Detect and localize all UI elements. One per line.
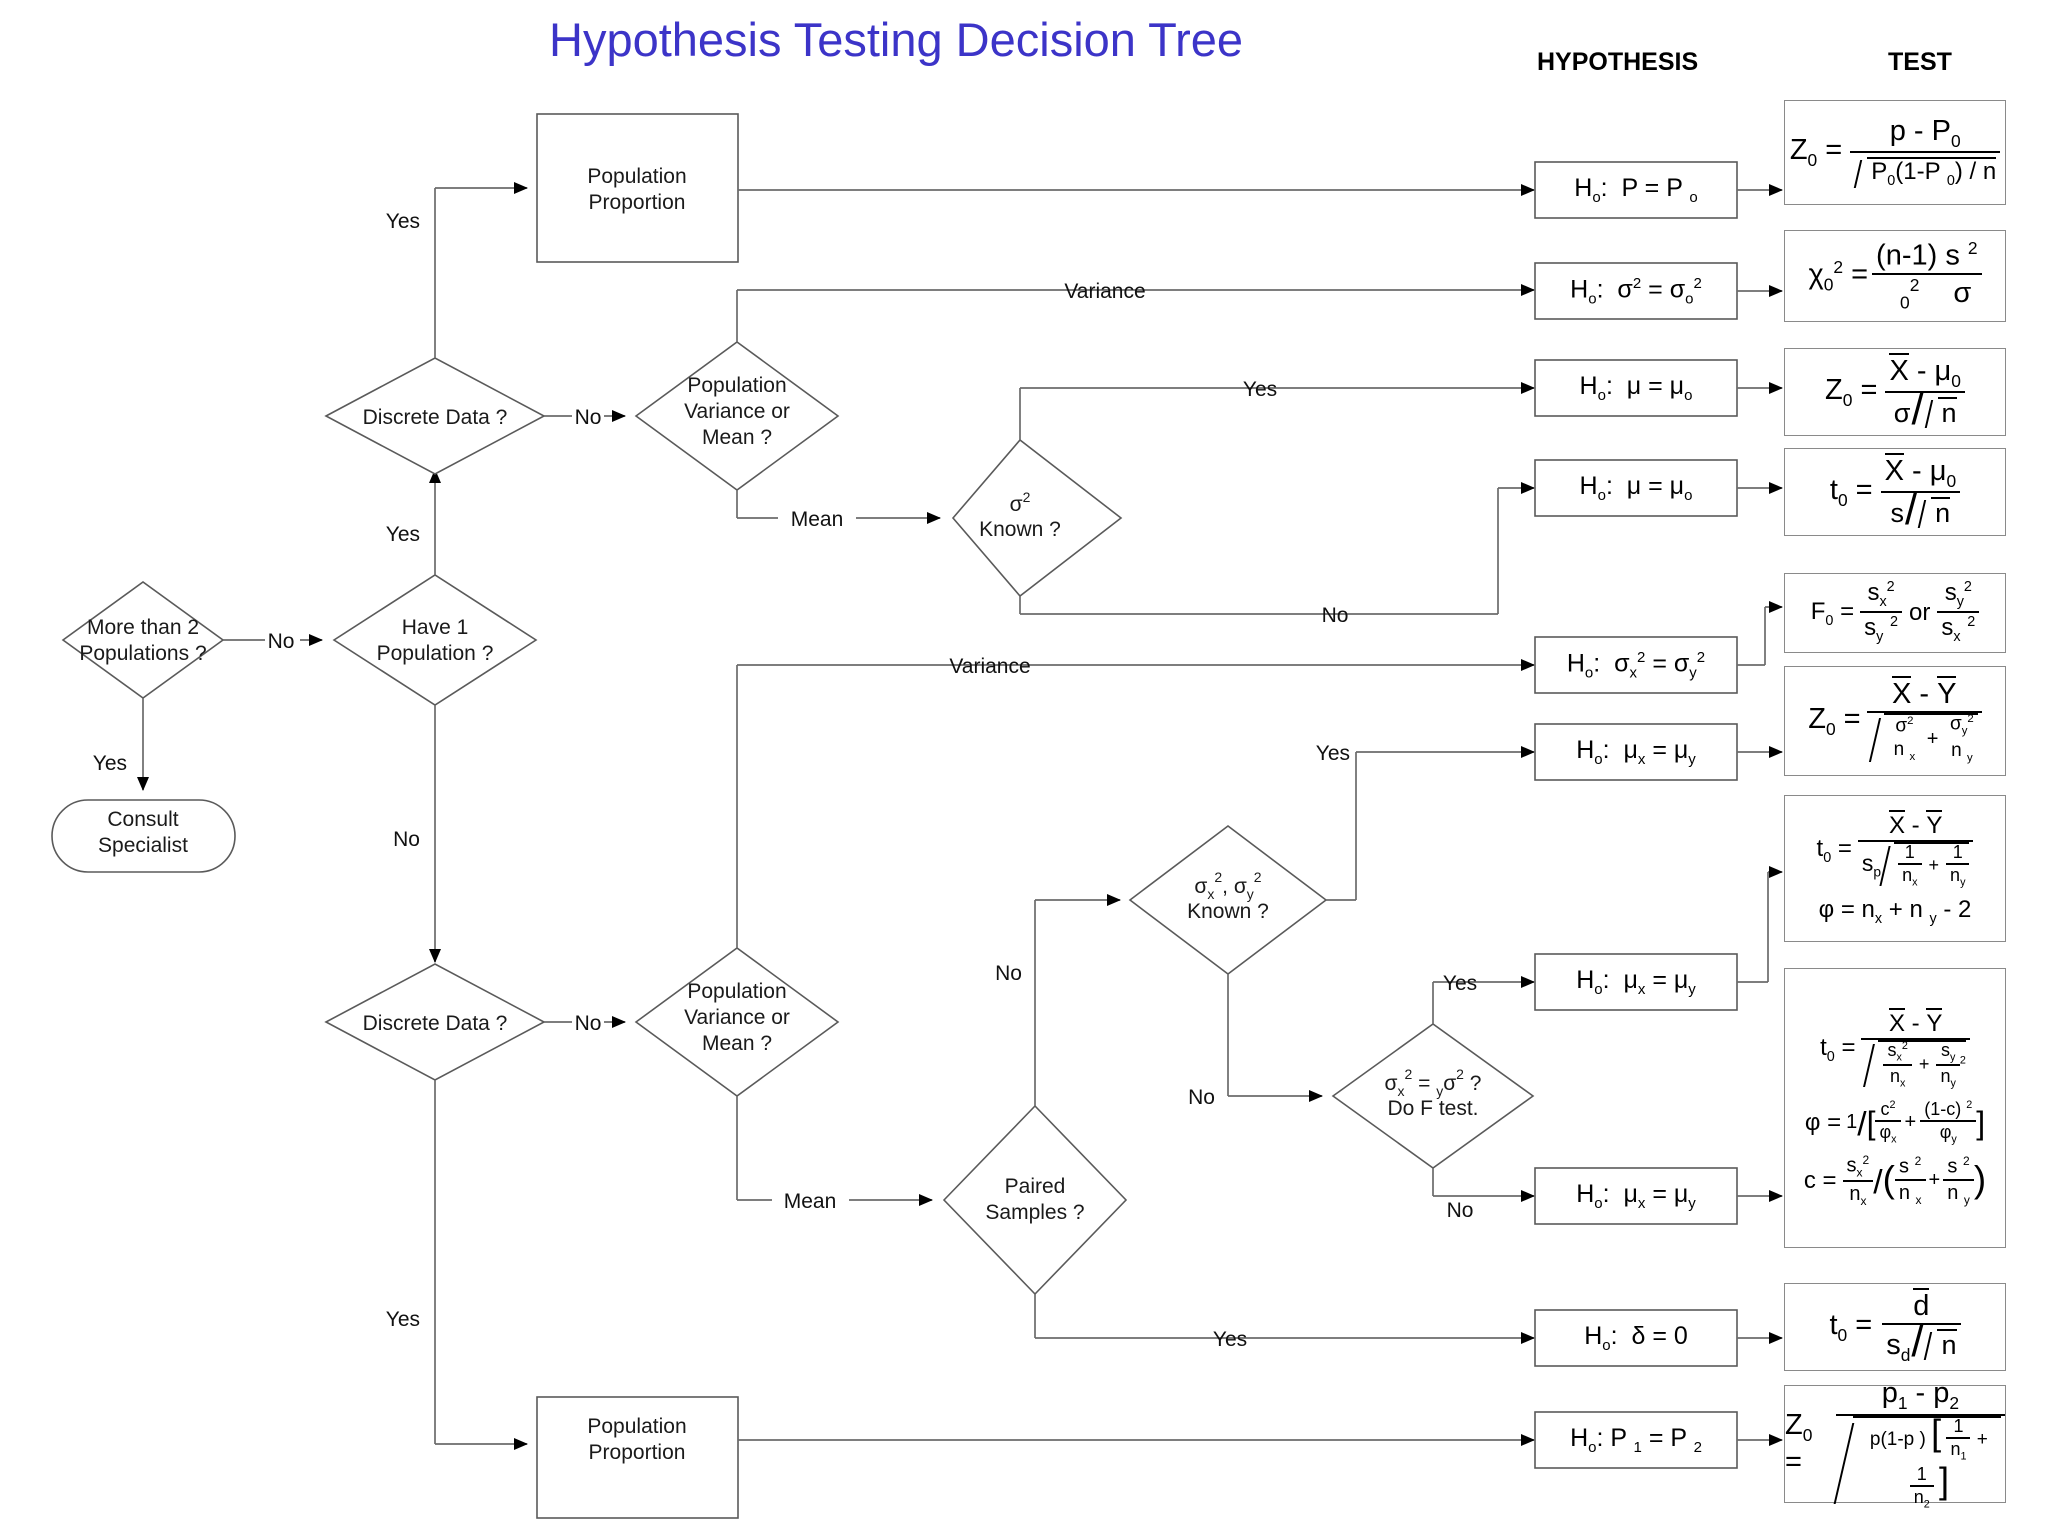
hypothesis-box-5[interactable] (1534, 636, 1738, 694)
page-title: Hypothesis Testing Decision Tree (549, 13, 1243, 66)
edge-label-mean: Mean (791, 508, 844, 531)
test-box-z-test-two-means[interactable]: Z0 = X - Y σ2 n x + σy2 n y (1784, 666, 2006, 776)
test-box-z-test-mean-known-variance[interactable]: Z0 = X - μ0 σ/n (1784, 348, 2006, 436)
test-box-t-test-mean[interactable]: t0 = X - μ0 s/n (1784, 448, 2006, 536)
hypothesis-label-3: Ho: μ = μo (1579, 372, 1693, 404)
column-header-hypothesis: HYPOTHESIS (1537, 48, 1698, 76)
node-label: Populations ? (79, 642, 206, 665)
node-label: Consult (107, 808, 178, 831)
node-label: σ2 (1010, 489, 1031, 516)
hypothesis-box-3[interactable] (1534, 359, 1738, 417)
hypothesis-label-8: Ho: μx = μy (1576, 1180, 1696, 1212)
node-label: Do F test. (1387, 1097, 1478, 1120)
node-label: Specialist (98, 834, 188, 857)
node-label: Discrete Data ? (363, 1012, 508, 1035)
edge-label-no: No (575, 406, 602, 429)
edge-label-no: No (268, 630, 295, 653)
test-box-paired-t-test[interactable]: t0 = d sd/n (1784, 1283, 2006, 1371)
edge-label-yes: Yes (1243, 378, 1277, 401)
edge-label-no: No (1447, 1199, 1474, 1222)
node-label: Samples ? (985, 1201, 1084, 1224)
node-sigma2-known[interactable] (951, 438, 1123, 598)
node-label: Have 1 (402, 616, 469, 639)
node-label: σx2, σy2 (1194, 869, 1261, 902)
edge-label-yes: Yes (1316, 742, 1350, 765)
node-label: Mean ? (702, 1032, 772, 1055)
edge-label-variance: Variance (1064, 280, 1145, 303)
edge-label-no: No (575, 1012, 602, 1035)
node-paired-samples[interactable] (942, 1104, 1128, 1296)
node-label: Known ? (979, 518, 1061, 541)
edge-label-yes: Yes (386, 523, 420, 546)
node-label: Paired (1005, 1175, 1066, 1198)
hypothesis-box-2[interactable] (1534, 262, 1738, 320)
hypothesis-box-10[interactable] (1534, 1411, 1738, 1469)
node-label: More than 2 (87, 616, 199, 639)
hypothesis-label-7: Ho: μx = μy (1576, 966, 1696, 998)
node-more-than-2-populations[interactable] (61, 581, 225, 699)
node-label: Variance or (684, 1006, 790, 1029)
node-population-variance-or-mean-top[interactable] (634, 341, 840, 491)
edge-label-no: No (1188, 1086, 1215, 1109)
test-box-f-test-variance-ratio[interactable]: F0 = sx2 sy 2 or sy2 sx 2 (1784, 573, 2006, 653)
edge-label-yes: Yes (1213, 1328, 1247, 1351)
hypothesis-label-2: Ho: σ2 = σo2 (1570, 274, 1702, 308)
node-population-variance-or-mean-bottom[interactable] (634, 947, 840, 1097)
node-label: σx2 = yσ2 ? (1385, 1066, 1482, 1099)
edge-label-mean: Mean (784, 1190, 837, 1213)
node-population-proportion-top[interactable] (536, 113, 739, 263)
hypothesis-box-4[interactable] (1534, 459, 1738, 517)
node-have-1-population[interactable] (332, 574, 538, 706)
node-label: Proportion (589, 1441, 686, 1464)
edge-label-no: No (1322, 604, 1349, 627)
edge-label-variance: Variance (949, 655, 1030, 678)
edge-label-yes: Yes (386, 210, 420, 233)
edge-label-yes: Yes (93, 752, 127, 775)
node-label: Mean ? (702, 426, 772, 449)
node-label: Discrete Data ? (363, 406, 508, 429)
hypothesis-box-9[interactable] (1534, 1309, 1738, 1367)
edge-label-yes: Yes (386, 1308, 420, 1331)
hypothesis-label-1: Ho: P = P o (1574, 174, 1698, 206)
test-box-z-test-proportion[interactable]: Z0 = p - P0 P0(1-P 0) / n (1784, 100, 2006, 205)
edge-label-no: No (995, 962, 1022, 985)
node-label: Population (587, 1415, 686, 1438)
node-label: Population (687, 980, 786, 1003)
hypothesis-label-9: Ho: δ = 0 (1584, 1322, 1688, 1354)
node-label: Proportion (589, 191, 686, 214)
node-label: Population (587, 165, 686, 188)
hypothesis-label-6: Ho: μx = μy (1576, 736, 1696, 768)
hypothesis-box-6[interactable] (1534, 723, 1738, 781)
hypothesis-label-10: Ho: P 1 = P 2 (1570, 1424, 1702, 1456)
node-label: Known ? (1187, 900, 1269, 923)
hypothesis-label-5: Ho: σx2 = σy2 (1566, 648, 1706, 682)
hypothesis-box-8[interactable] (1534, 1167, 1738, 1225)
node-consult-specialist[interactable] (51, 799, 236, 873)
column-header-test: TEST (1888, 48, 1952, 76)
hypothesis-box-7[interactable] (1534, 953, 1738, 1011)
node-label: Population ? (377, 642, 494, 665)
node-population-proportion-bottom[interactable] (536, 1396, 739, 1519)
edge-label-yes: Yes (1443, 972, 1477, 995)
node-f-test[interactable] (1331, 1023, 1535, 1169)
hypothesis-label-4: Ho: μ = μo (1579, 472, 1693, 504)
node-label: Population (687, 374, 786, 397)
node-label: Variance or (684, 400, 790, 423)
edge-label-no: No (393, 828, 420, 851)
